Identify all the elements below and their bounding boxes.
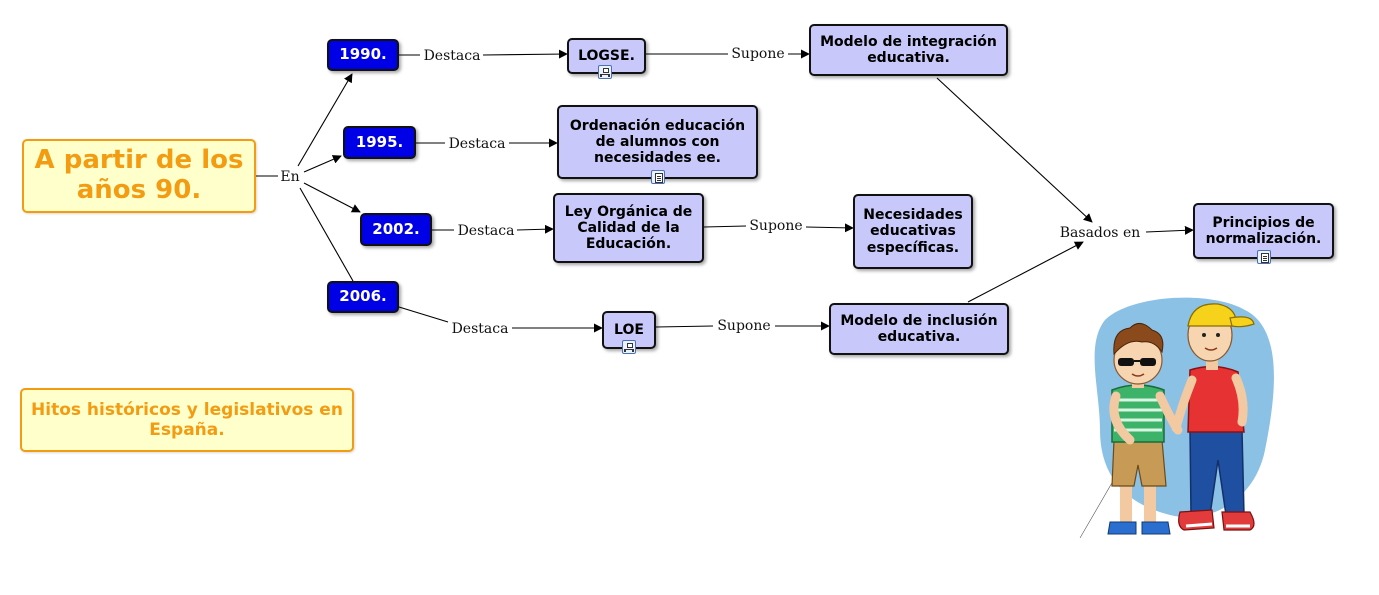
document-link-icon[interactable] — [651, 170, 665, 184]
link-supone-loe: Supone — [715, 318, 773, 334]
year-2006-label: 2006. — [339, 287, 387, 306]
ordenacion-node[interactable]: Ordenación educación de alumnos con nece… — [557, 105, 758, 179]
line-destaca-logse — [482, 49, 568, 59]
modelo-integracion-node[interactable]: Modelo de integración educativa. — [809, 24, 1008, 76]
line-en-2006 — [299, 187, 354, 282]
concept-map-link-icon[interactable] — [598, 65, 612, 79]
line-inclusion-basados — [967, 241, 1084, 303]
link-basados-en: Basados en — [1057, 225, 1143, 241]
link-supone-ley: Supone — [747, 218, 805, 234]
logse-label: LOGSE. — [578, 47, 635, 64]
line-destaca-ley — [516, 224, 554, 234]
subtitle-node[interactable]: Hitos históricos y legislativos en Españ… — [20, 388, 354, 452]
two-boys-blind-child-with-cane-illustration — [1078, 297, 1274, 539]
necesidades-node[interactable]: Necesidades educativas específicas. — [853, 194, 973, 269]
concept-map-link-icon[interactable] — [622, 340, 636, 354]
logse-node[interactable]: LOGSE. — [567, 38, 646, 74]
ley-organica-node[interactable]: Ley Orgánica de Calidad de la Educación. — [553, 193, 704, 263]
ordenacion-label: Ordenación educación de alumnos con nece… — [569, 117, 746, 167]
line-en-1990 — [297, 73, 353, 167]
necesidades-label: Necesidades educativas específicas. — [863, 207, 963, 256]
link-supone-logse: Supone — [729, 46, 787, 62]
modelo-inclusion-label: Modelo de inclusión educativa. — [840, 312, 998, 345]
link-destaca-2002: Destaca — [455, 223, 517, 239]
year-2002-node[interactable]: 2002. — [360, 213, 432, 246]
year-1990-node[interactable]: 1990. — [327, 39, 399, 71]
link-destaca-2006: Destaca — [449, 321, 511, 337]
line-2006-destaca — [398, 306, 449, 323]
subtitle-text: Hitos históricos y legislativos en Españ… — [31, 399, 343, 440]
year-2006-node[interactable]: 2006. — [327, 281, 399, 313]
line-en-1995 — [303, 155, 342, 173]
line-basados-principios — [1145, 225, 1194, 235]
modelo-inclusion-node[interactable]: Modelo de inclusión educativa. — [829, 303, 1009, 355]
link-destaca-1990: Destaca — [421, 48, 483, 64]
year-1995-node[interactable]: 1995. — [343, 126, 416, 159]
loe-label: LOE — [614, 321, 644, 338]
line-supone-necesidades — [805, 223, 854, 233]
line-en-2002 — [303, 182, 361, 213]
main-topic-text: A partir de los años 90. — [34, 145, 244, 205]
link-destaca-1995: Destaca — [446, 136, 508, 152]
year-1990-label: 1990. — [339, 45, 387, 64]
line-ley-supone — [703, 225, 747, 228]
modelo-integracion-label: Modelo de integración educativa. — [820, 33, 997, 66]
main-topic-node[interactable]: A partir de los años 90. — [22, 139, 256, 213]
link-en: En — [278, 169, 302, 185]
year-2002-label: 2002. — [372, 219, 420, 238]
line-integracion-basados — [936, 77, 1093, 223]
line-loe-supone — [655, 325, 714, 328]
document-link-icon[interactable] — [1257, 250, 1271, 264]
ley-organica-label: Ley Orgánica de Calidad de la Educación. — [564, 203, 693, 253]
principios-label: Principios de normalización. — [1205, 214, 1322, 247]
year-1995-label: 1995. — [355, 132, 404, 151]
loe-node[interactable]: LOE — [602, 311, 656, 349]
